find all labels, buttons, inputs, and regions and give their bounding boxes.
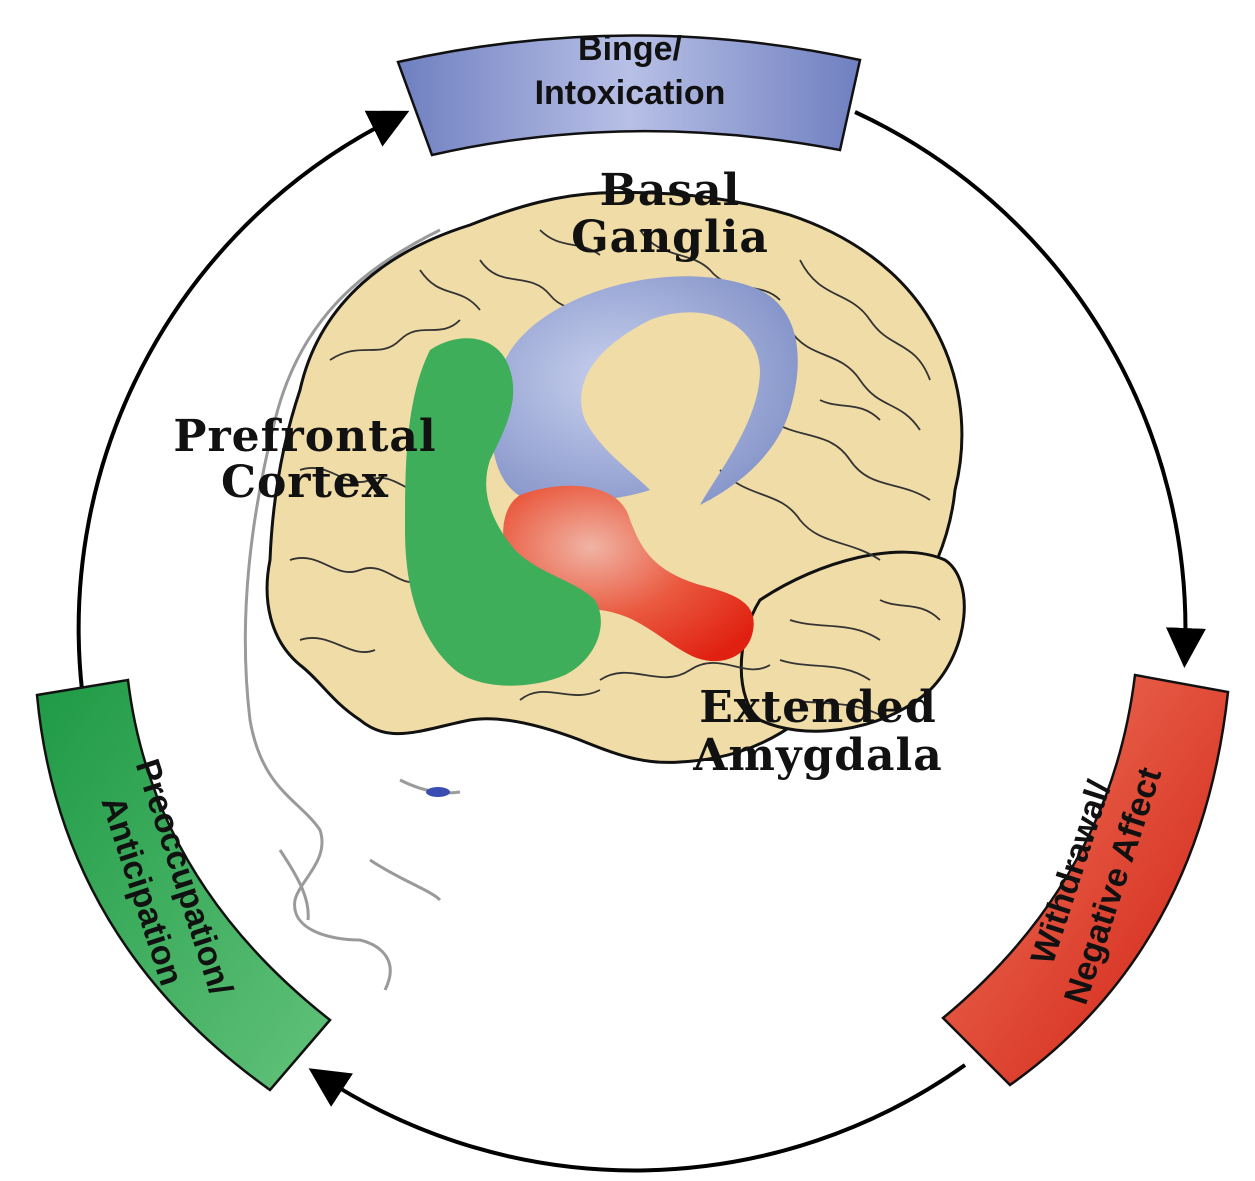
extended-amygdala-region	[503, 485, 754, 662]
basal-ganglia-region	[491, 276, 798, 505]
stage-binge-intoxication: Binge/ Intoxication	[396, 30, 862, 157]
label-basal-ganglia-line1: Basal	[600, 165, 741, 216]
stage-box-preoccupation	[35, 678, 332, 1092]
brain-gyri	[289, 229, 941, 716]
label-basal-ganglia: Basal Ganglia	[571, 165, 769, 263]
stage-box-binge	[396, 34, 862, 157]
brain-cerebellum	[739, 550, 966, 733]
label-prefrontal-cortex: Prefrontal Cortex	[173, 411, 436, 508]
prefrontal-cortex-region	[405, 338, 601, 686]
stage-preoccupation-anticipation: Preoccupation/ Anticipation	[35, 678, 332, 1092]
stage-binge-line1: Binge/	[578, 30, 682, 68]
label-prefrontal-cortex-line2: Cortex	[221, 457, 389, 508]
stage-box-withdrawal	[941, 673, 1230, 1087]
label-extended-amygdala: Extended Amygdala	[692, 682, 943, 781]
arrow-to-withdrawal	[854, 110, 1206, 668]
label-prefrontal-cortex-line1: Prefrontal	[173, 411, 436, 462]
stage-binge-line2: Intoxication	[535, 74, 726, 112]
label-basal-ganglia-line2: Ganglia	[571, 212, 769, 263]
stage-withdrawal-negative-affect: Withdrawal/ Negative Affect	[941, 673, 1230, 1087]
brain	[265, 190, 966, 764]
arrow-to-binge	[76, 110, 410, 691]
arrow-to-preoccupation	[308, 1063, 967, 1173]
label-extended-amygdala-line2: Amygdala	[692, 730, 943, 781]
cycle-arrows	[76, 110, 1206, 1173]
label-extended-amygdala-line1: Extended	[699, 682, 937, 733]
eye-icon	[426, 787, 450, 797]
